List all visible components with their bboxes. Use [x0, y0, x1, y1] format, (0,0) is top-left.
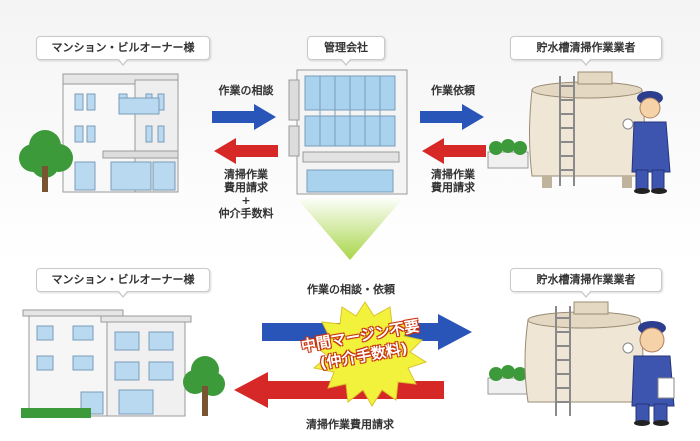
arrow-billing-left — [214, 138, 278, 164]
arrow-consult-right — [212, 104, 276, 130]
cleaner-label-bottom: 貯水槽清掃作業業者 — [536, 273, 636, 286]
cleaner-bubble-bottom: 貯水槽清掃作業業者 — [510, 268, 662, 298]
billing-label-group: 清掃作業 費用請求 + 仲介手数料 — [206, 168, 286, 220]
water-tank-worker-illustration — [487, 71, 671, 194]
fee-label: 仲介手数料 — [218, 207, 274, 220]
billing2-line1: 清掃作業 — [431, 168, 475, 181]
company-label: 管理会社 — [324, 41, 368, 54]
water-tank-worker-bottom-illustration — [487, 301, 675, 426]
management-building-illustration — [288, 69, 408, 195]
arrow-billing2-left — [422, 138, 486, 164]
request-label: 作業依頼 — [431, 84, 475, 97]
cleaner-bubble-top: 貯水槽清掃作業業者 — [510, 36, 662, 66]
owner-bubble-bottom: マンション・ビルオーナー様 — [36, 268, 210, 298]
billing2-line2: 費用請求 — [431, 181, 475, 194]
no-margin-starburst — [310, 301, 428, 407]
owner-building-bottom-illustration — [21, 309, 225, 418]
down-arrow — [295, 196, 405, 260]
owner-building-illustration — [19, 73, 179, 193]
owner-label-bottom: マンション・ビルオーナー様 — [51, 273, 195, 286]
billing2-label-group: 清掃作業 費用請求 — [418, 168, 488, 194]
billing-line1: 清掃作業 — [224, 168, 268, 181]
plus-sign: + — [241, 194, 251, 207]
owner-bubble-top: マンション・ビルオーナー様 — [36, 36, 210, 66]
owner-label: マンション・ビルオーナー様 — [51, 41, 195, 54]
arrow-request-right — [420, 104, 484, 130]
cleaner-label: 貯水槽清掃作業業者 — [536, 41, 636, 54]
billing-bottom-label: 清掃作業費用請求 — [306, 418, 394, 431]
company-bubble: 管理会社 — [307, 36, 385, 66]
consult-label: 作業の相談 — [218, 84, 274, 97]
billing-line2: 費用請求 — [224, 181, 268, 194]
consult-request-label: 作業の相談・依頼 — [307, 283, 395, 296]
